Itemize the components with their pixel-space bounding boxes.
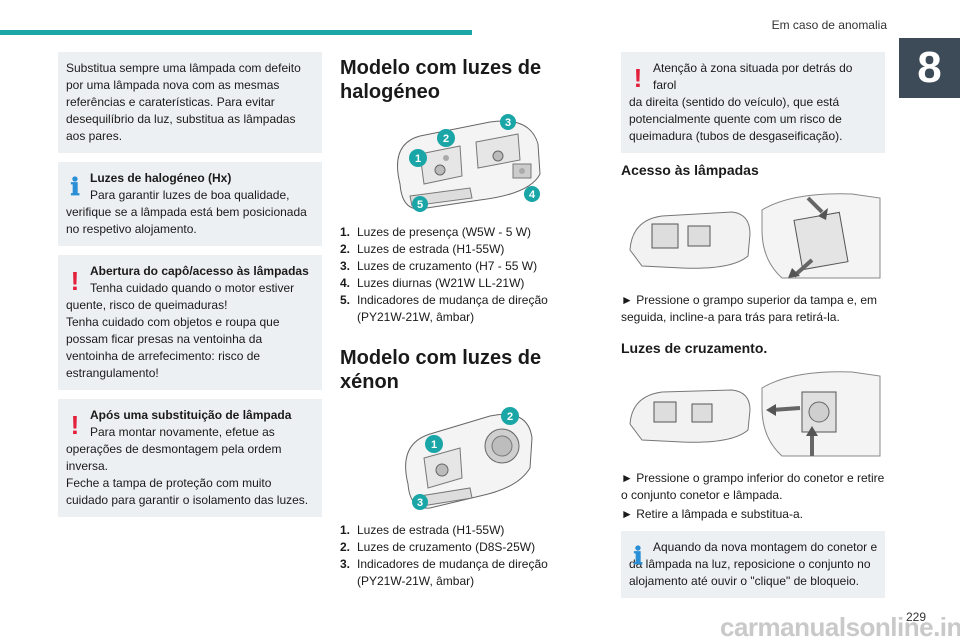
info-box-text-2: da lâmpada na luz, reposicione o conjunt… bbox=[629, 557, 871, 588]
callout-label: 3 bbox=[505, 117, 511, 129]
warning-box-title: Após uma substituição de lâmpada bbox=[90, 408, 292, 422]
low-beam-step-1: ► Pressione o grampo inferior do conetor… bbox=[621, 471, 885, 502]
halogen-info-box: ℹ Luzes de halogéneo (Hx) Para garantir … bbox=[58, 162, 322, 246]
chapter-number-tab: 8 bbox=[899, 38, 960, 98]
callout-label: 3 bbox=[417, 497, 423, 509]
item-text: Luzes de estrada (H1-55W) bbox=[357, 242, 505, 256]
item-number: 2. bbox=[340, 540, 351, 554]
item-text: Luzes de cruzamento (H7 - 55 W) bbox=[357, 259, 538, 273]
page-number: 229 bbox=[906, 610, 927, 624]
item-number: 1. bbox=[340, 523, 351, 537]
callout-label: 5 bbox=[417, 199, 423, 211]
xenon-section-title: Modelo com luzes de xénon bbox=[340, 347, 542, 393]
halogen-bulb-list: 1. Luzes de presença (W5W - 5 W) 2. Luzes … bbox=[340, 224, 590, 326]
low-beam-connector-illustration bbox=[629, 371, 881, 457]
item-text: Indicadores de mudança de direção (PY21W… bbox=[357, 557, 548, 588]
page-header-title: Em caso de anomalia bbox=[771, 18, 887, 32]
intro-box: Substitua sempre uma lâmpada com defeito… bbox=[58, 52, 322, 153]
column-left: Substitua sempre uma lâmpada com defeito… bbox=[58, 52, 322, 526]
access-figure bbox=[621, 190, 885, 282]
item-number: 4. bbox=[340, 276, 351, 290]
info-box-text-1: Aquando da nova montagem do conetor e bbox=[653, 540, 878, 554]
xenon-bulb-list: 1. Luzes de estrada (H1-55W) 2. Luzes de c… bbox=[340, 522, 590, 590]
after-replacement-warning-box: ! Após uma substituição de lâmpada Para … bbox=[58, 399, 322, 517]
item-text: Luzes de estrada (H1-55W) bbox=[357, 523, 505, 537]
column-right: ! Atenção à zona situada por detrás do f… bbox=[621, 52, 885, 607]
callout-4: 4 bbox=[524, 186, 540, 202]
item-number: 2. bbox=[340, 242, 351, 256]
halogen-section-title: Modelo com luzes de halogéneo bbox=[340, 57, 542, 103]
list-item: 3. Indicadores de mudança de direção (PY2… bbox=[340, 556, 590, 590]
low-beam-figure bbox=[621, 368, 885, 460]
list-item: 2. Luzes de cruzamento (D8S-25W) bbox=[340, 539, 590, 556]
bulb-access-illustration bbox=[629, 193, 881, 279]
header-accent-bar bbox=[0, 30, 472, 35]
item-text: Luzes de presença (W5W - 5 W) bbox=[357, 225, 532, 239]
callout-label: 1 bbox=[415, 153, 421, 165]
list-item: 3. Luzes de cruzamento (H7 - 55 W) bbox=[340, 258, 590, 275]
item-number: 3. bbox=[340, 557, 351, 571]
warning-box-text-1: Para montar novamente, efetue as bbox=[90, 425, 275, 439]
info-box-text-2: verifique se a lâmpada está bem posicion… bbox=[66, 205, 307, 236]
list-item: 2. Luzes de estrada (H1-55W) bbox=[340, 241, 590, 258]
callout-3: 3 bbox=[500, 114, 516, 130]
list-item: 1. Luzes de presença (W5W - 5 W) bbox=[340, 224, 590, 241]
callout-label: 4 bbox=[529, 189, 536, 201]
item-number: 1. bbox=[340, 225, 351, 239]
item-text: Luzes diurnas (W21W LL-21W) bbox=[357, 276, 525, 290]
warning-box-text-2: operações de desmontagem pela ordem inve… bbox=[66, 442, 282, 473]
info-box-text-1: Para garantir luzes de boa qualidade, bbox=[90, 188, 290, 202]
access-step-text: ► Pressione o grampo superior da tampa e… bbox=[621, 293, 878, 324]
warning-icon: ! bbox=[70, 266, 80, 296]
warning-box-text-3: Tenha cuidado com objetos e roupa que po… bbox=[66, 315, 280, 380]
item-text: Indicadores de mudança de direção (PY21W… bbox=[357, 293, 548, 324]
access-section-title: Acesso às lâmpadas bbox=[621, 162, 759, 178]
xenon-headlamp-figure: 1 2 3 bbox=[340, 404, 590, 512]
callout-5: 5 bbox=[412, 196, 428, 212]
callout-2: 2 bbox=[437, 129, 455, 147]
low-beam-section-title: Luzes de cruzamento. bbox=[621, 340, 768, 356]
info-icon: ℹ bbox=[70, 174, 80, 201]
low-beam-step-2: ► Retire a lâmpada e substitua-a. bbox=[621, 507, 803, 521]
warning-box-text-1: Tenha cuidado quando o motor estiver bbox=[90, 281, 295, 295]
xenon-headlamp-illustration: 1 2 3 bbox=[405, 407, 533, 510]
warning-box-text-2: da direita (sentido do veículo), que est… bbox=[629, 95, 843, 143]
item-number: 3. bbox=[340, 259, 351, 273]
callout-label: 1 bbox=[431, 439, 437, 451]
callout-label: 2 bbox=[507, 411, 513, 423]
warning-box-title: Abertura do capô/acesso às lâmpadas bbox=[90, 264, 309, 278]
info-box-title: Luzes de halogéneo (Hx) bbox=[90, 171, 232, 185]
hood-warning-box: ! Abertura do capô/acesso às lâmpadas Te… bbox=[58, 255, 322, 390]
watermark: carmanualsonline.info bbox=[720, 612, 960, 642]
intro-text: Substitua sempre uma lâmpada com defeito… bbox=[66, 61, 301, 143]
warning-box-text-1: Atenção à zona situada por detrás do far… bbox=[653, 61, 853, 92]
hot-zone-warning-box: ! Atenção à zona situada por detrás do f… bbox=[621, 52, 885, 153]
warning-box-text-3: Feche a tampa de proteção com muito cuid… bbox=[66, 476, 309, 507]
callout-1: 1 bbox=[425, 435, 443, 453]
item-number: 5. bbox=[340, 293, 351, 307]
item-text: Luzes de cruzamento (D8S-25W) bbox=[357, 540, 536, 554]
list-item: 5. Indicadores de mudança de direção (PY2… bbox=[340, 292, 590, 326]
warning-icon: ! bbox=[70, 410, 80, 440]
callout-3: 3 bbox=[412, 494, 428, 510]
callout-2: 2 bbox=[501, 407, 519, 425]
list-item: 4. Luzes diurnas (W21W LL-21W) bbox=[340, 275, 590, 292]
halogen-headlamp-illustration: 1 2 3 4 5 bbox=[397, 114, 541, 212]
warning-icon: ! bbox=[633, 63, 643, 93]
callout-label: 2 bbox=[443, 133, 449, 145]
list-item: 1. Luzes de estrada (H1-55W) bbox=[340, 522, 590, 539]
reassembly-info-box: ℹ Aquando da nova montagem do conetor e … bbox=[621, 531, 885, 598]
info-icon: ℹ bbox=[633, 543, 643, 570]
warning-box-text-2: quente, risco de queimaduras! bbox=[66, 298, 228, 312]
halogen-headlamp-figure: 1 2 3 4 5 bbox=[340, 114, 590, 214]
column-middle: Modelo com luzes de halogéneo 1 2 3 4 5 … bbox=[340, 52, 590, 590]
callout-1: 1 bbox=[409, 149, 427, 167]
